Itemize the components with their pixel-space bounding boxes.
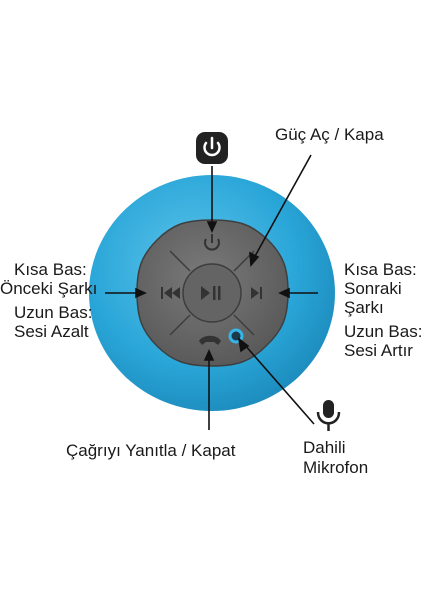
phone-icon[interactable] <box>199 335 221 345</box>
call-label: Çağrıyı Yanıtla / Kapat <box>66 441 236 460</box>
left-short-title: Kısa Bas: <box>14 260 87 279</box>
right-short-desc-1: Sonraki <box>344 279 402 298</box>
play-pause-icon[interactable] <box>201 286 221 300</box>
center-button[interactable] <box>182 263 242 323</box>
right-short-title: Kısa Bas: <box>344 260 417 279</box>
callout-lines <box>105 154 318 430</box>
mic-label-line2: Mikrofon <box>303 458 369 477</box>
right-long-desc: Sesi Artır <box>344 341 413 360</box>
left-short-desc: Önceki Şarkı <box>0 279 98 298</box>
power-icon <box>196 132 228 164</box>
microphone-icon <box>316 400 341 431</box>
left-long-title: Uzun Bas: <box>14 303 93 322</box>
power-button-icon[interactable] <box>204 234 220 251</box>
right-short-desc-2: Şarkı <box>344 298 384 317</box>
mic-label-line1: Dahili <box>303 438 346 457</box>
next-icon[interactable] <box>251 287 262 299</box>
right-long-title: Uzun Bas: <box>344 322 423 341</box>
power-label: Güç Aç / Kapa <box>275 125 384 144</box>
left-long-desc: Sesi Azalt <box>14 322 89 341</box>
previous-icon[interactable] <box>161 287 180 299</box>
